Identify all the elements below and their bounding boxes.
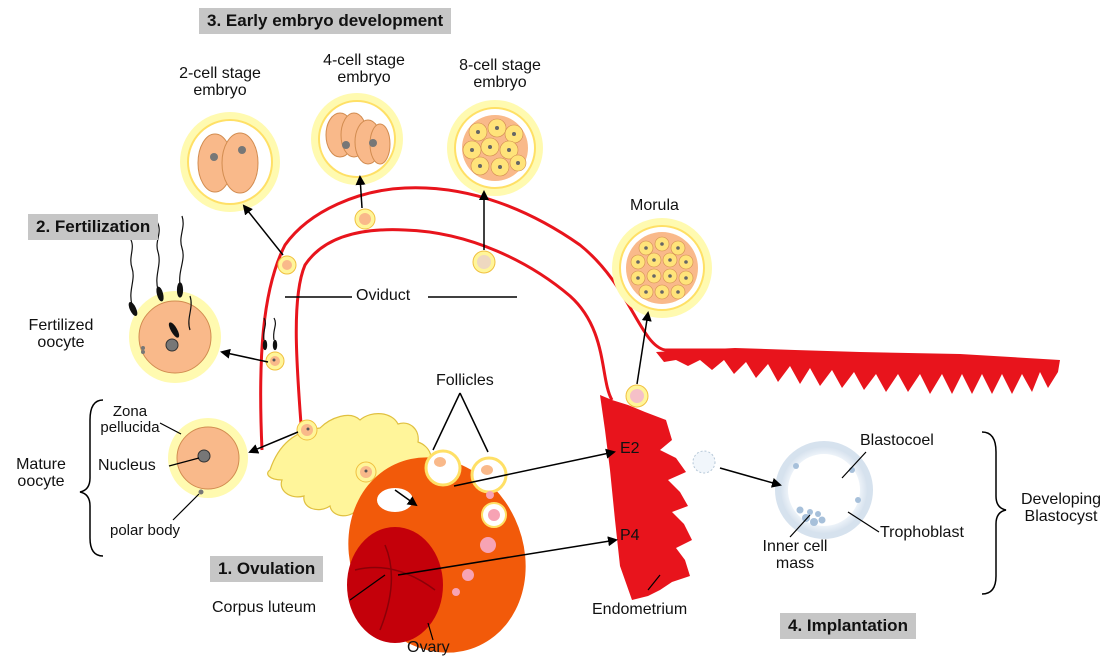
label-ovary: Ovary	[407, 640, 450, 657]
label-developing-blastocyst: Developing Blastocyst	[1006, 492, 1116, 526]
label-polar-body: polar body	[110, 523, 180, 539]
stage-fertilization: 2. Fertilization	[28, 214, 158, 240]
label-four-cell: 4-cell stage embryo	[294, 53, 434, 87]
label-e2: E2	[620, 441, 640, 458]
stage-implantation: 4. Implantation	[780, 613, 916, 639]
eight-cell-embryo	[447, 100, 543, 196]
two-cell-embryo	[180, 112, 280, 212]
blastocyst	[778, 444, 870, 536]
label-trophoblast: Trophoblast	[880, 525, 964, 542]
follicle-pointer-a	[433, 393, 460, 450]
label-fertilized-oocyte: Fertilized oocyte	[16, 318, 106, 352]
label-corpus-luteum: Corpus luteum	[212, 600, 316, 617]
label-p4: P4	[620, 528, 640, 545]
label-two-cell: 2-cell stage embryo	[150, 66, 290, 100]
label-nucleus: Nucleus	[98, 458, 156, 475]
label-endometrium: Endometrium	[592, 602, 687, 619]
stage-ovulation: 1. Ovulation	[210, 556, 323, 582]
label-mature-oocyte: Mature oocyte	[6, 457, 76, 491]
stage-early-embryo: 3. Early embryo development	[199, 8, 451, 34]
label-oviduct: Oviduct	[356, 288, 410, 305]
blastocyst-bracket	[982, 432, 1006, 594]
four-cell-embryo	[311, 93, 403, 185]
fertilized-oocyte	[129, 291, 221, 383]
morula	[612, 218, 712, 318]
label-eight-cell: 8-cell stage embryo	[430, 58, 570, 92]
label-zona-pellucida: Zona pellucida	[95, 404, 165, 436]
mature-oocyte	[168, 418, 248, 498]
label-blastocoel: Blastocoel	[860, 433, 934, 450]
label-inner-cell-mass: Inner cell mass	[750, 539, 840, 573]
label-follicles: Follicles	[436, 373, 494, 390]
follicle-pointer-b	[460, 393, 488, 452]
label-morula: Morula	[630, 198, 679, 215]
